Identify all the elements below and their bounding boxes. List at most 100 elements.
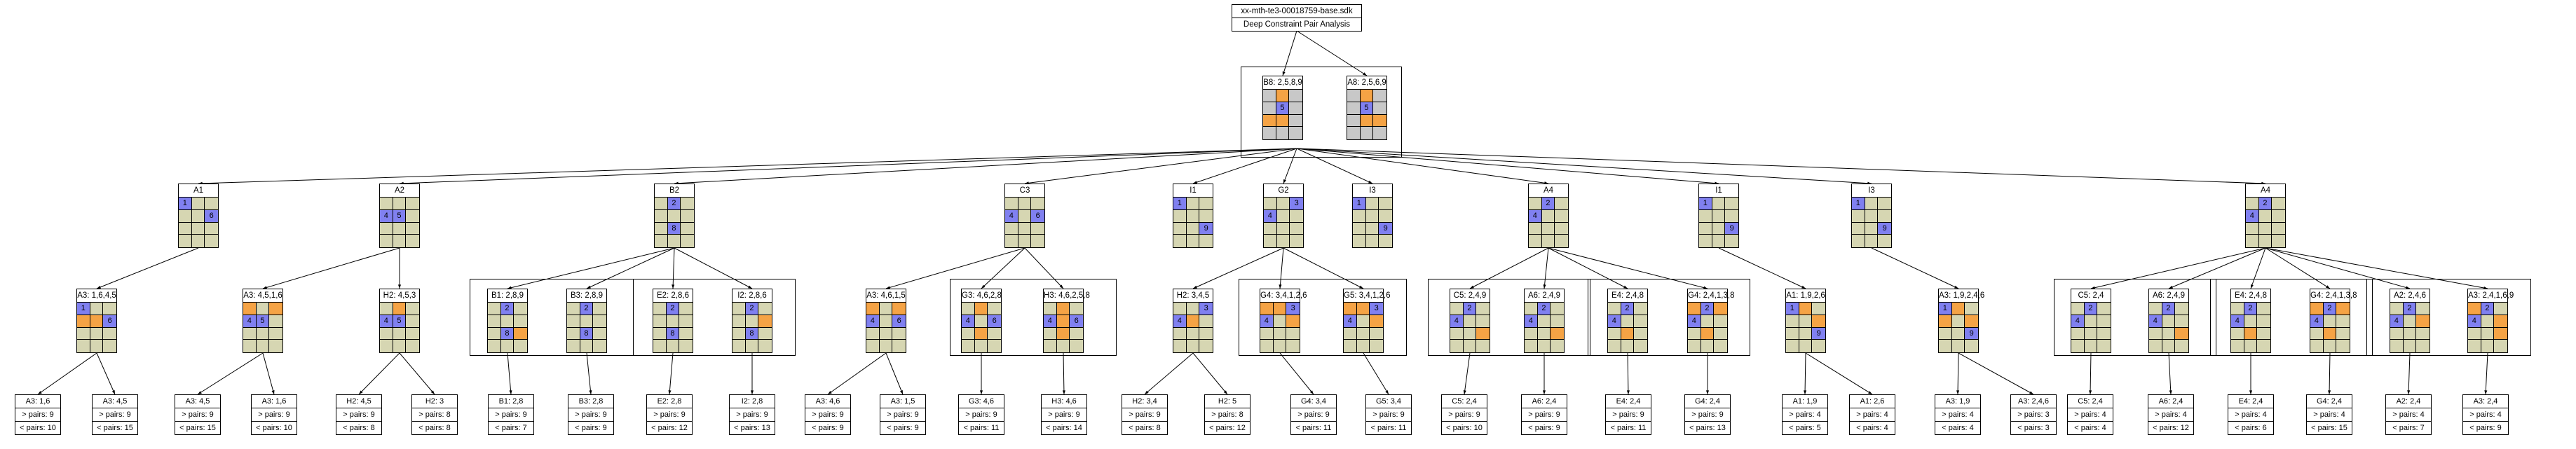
grid-cell [380,340,393,352]
grid-cell: 6 [892,315,906,328]
result-leaf[interactable]: G3: 4,6> pairs: 9< pairs: 11 [958,394,1004,435]
grid-cell [974,327,988,340]
result-leaf[interactable]: G4: 3,4> pairs: 9< pairs: 11 [1290,394,1337,435]
leaf-title: H2: 3,4 [1132,397,1157,406]
result-leaf[interactable]: H2: 4,5> pairs: 9< pairs: 8 [336,394,382,435]
grid-cell [1621,327,1635,340]
result-leaf[interactable]: A3: 4,6> pairs: 9< pairs: 9 [805,394,851,435]
result-leaf[interactable]: G4: 2,4> pairs: 9< pairs: 13 [1684,394,1731,435]
result-leaf[interactable]: A3: 1,5> pairs: 9< pairs: 9 [880,394,926,435]
result-leaf[interactable]: H2: 3> pairs: 8< pairs: 8 [411,394,458,435]
result-leaf[interactable]: C5: 2,4> pairs: 9< pairs: 10 [1441,394,1487,435]
result-leaf[interactable]: A3: 1,9> pairs: 4< pairs: 4 [1935,394,1981,435]
leaf-title: A1: 1,9 [1792,397,1818,406]
result-leaf[interactable]: E2: 2,8> pairs: 9< pairs: 12 [646,394,693,435]
grid-cell [1701,340,1715,352]
grid-cell [1541,209,1555,223]
result-leaf[interactable]: A3: 2,4,6> pairs: 3< pairs: 3 [2010,394,2057,435]
greater-pairs: > pairs: 9 [647,408,692,421]
result-leaf[interactable]: A3: 2,4> pairs: 4< pairs: 9 [2462,394,2509,435]
result-leaf[interactable]: H3: 4,6> pairs: 9< pairs: 14 [1041,394,1087,435]
result-leaf[interactable]: A3: 1,6> pairs: 9< pairs: 10 [15,394,61,435]
grid-cell [1463,340,1477,352]
result-leaf[interactable]: B1: 2,8> pairs: 9< pairs: 7 [488,394,534,435]
less-pairs: < pairs: 8 [412,421,457,434]
result-leaf[interactable]: A1: 1,9> pairs: 4< pairs: 5 [1782,394,1828,435]
grid-cell [500,340,514,352]
result-leaf[interactable]: A2: 2,4> pairs: 4< pairs: 7 [2385,394,2432,435]
result-leaf[interactable]: A3: 4,5> pairs: 9< pairs: 15 [175,394,221,435]
result-leaf[interactable]: C5: 2,4> pairs: 4< pairs: 4 [2067,394,2113,435]
grid-cell [1199,198,1213,210]
result-leaf[interactable]: H2: 5> pairs: 8< pairs: 12 [1204,394,1250,435]
result-leaf[interactable]: I2: 2,8> pairs: 9< pairs: 13 [729,394,775,435]
result-leaf[interactable]: A6: 2,4> pairs: 4< pairs: 12 [2148,394,2194,435]
result-leaf[interactable]: A1: 2,6> pairs: 4< pairs: 4 [1849,394,1895,435]
grid-cell [1852,235,1865,247]
result-leaf[interactable]: H2: 3,4> pairs: 9< pairs: 8 [1122,394,1168,435]
result-leaf[interactable]: E4: 2,4> pairs: 4< pairs: 6 [2228,394,2274,435]
result-leaf[interactable]: E4: 2,4> pairs: 9< pairs: 11 [1605,394,1651,435]
grid-cell: 9 [1878,222,1891,235]
result-leaf[interactable]: A3: 4,5> pairs: 9< pairs: 15 [92,394,138,435]
greater-pairs: > pairs: 9 [1291,408,1336,421]
connector-line [2265,247,2411,289]
result-leaf[interactable]: A6: 2,4> pairs: 9< pairs: 9 [1521,394,1567,435]
grid-cell [2494,340,2507,352]
result-leaf[interactable]: G5: 3,4> pairs: 9< pairs: 11 [1365,394,1412,435]
greater-pairs: > pairs: 3 [2011,408,2056,421]
grid-cell [1951,340,1965,352]
file-name: xx-mth-te3-00018759-base.sdk [1241,7,1353,15]
less-pairs: < pairs: 4 [1850,421,1895,434]
result-leaf[interactable]: A3: 1,6> pairs: 9< pairs: 10 [251,394,297,435]
grid-cell [191,235,205,247]
result-leaf[interactable]: G4: 2,4> pairs: 4< pairs: 15 [2306,394,2352,435]
grid-cell [988,327,1001,340]
grid-cell [732,315,746,328]
grid-cell: 2 [580,303,594,315]
grid-cell [488,303,501,315]
result-leaf[interactable]: B3: 2,8> pairs: 9< pairs: 9 [568,394,614,435]
